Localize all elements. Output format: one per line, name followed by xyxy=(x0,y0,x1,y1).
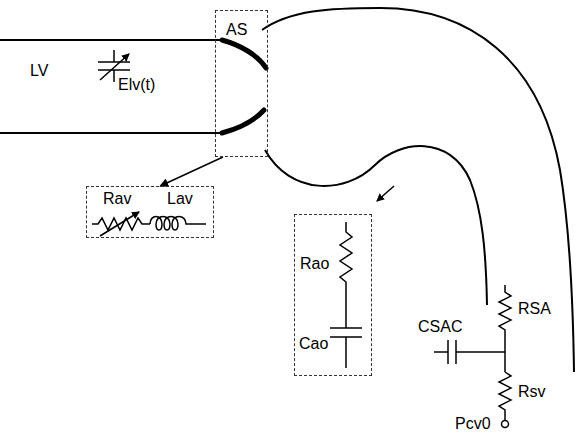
resistor-symbol xyxy=(499,285,511,372)
variable-resistor-symbol xyxy=(92,218,150,230)
capacitor-symbol xyxy=(345,337,347,368)
valve-leaflet xyxy=(222,110,264,133)
component-label: Lav xyxy=(167,190,193,208)
capacitor-symbol xyxy=(330,327,362,329)
aorta-circuit-box: RaoCao xyxy=(294,214,372,376)
component-label: Rav xyxy=(103,190,131,208)
resistor-label: Rsv xyxy=(518,383,546,401)
callout-arrow xyxy=(160,157,223,186)
component-label: Cao xyxy=(299,335,328,353)
component-label: AS xyxy=(226,21,247,39)
terminal xyxy=(502,421,509,428)
ventricle-wall xyxy=(0,132,222,134)
aorta-wall xyxy=(265,146,487,305)
component-label: Rao xyxy=(300,255,329,273)
ventricle-wall xyxy=(0,39,222,41)
wire xyxy=(456,351,505,353)
inductor-symbol xyxy=(150,217,206,231)
wire xyxy=(434,351,448,353)
valve-region-box: AS xyxy=(215,10,268,157)
chamber-label: LV xyxy=(30,62,48,80)
resistor-symbol xyxy=(340,222,352,328)
variable-resistor-symbol xyxy=(100,212,139,236)
resistor-symbol xyxy=(499,372,511,420)
aorta-wall xyxy=(262,8,574,372)
capacitor-symbol xyxy=(455,340,457,364)
capacitor-label: CSAC xyxy=(418,318,462,336)
pressure-label: Pcv0 xyxy=(455,415,491,433)
leader-arrow xyxy=(377,186,394,201)
resistor-label: RSA xyxy=(518,300,551,318)
valve-circuit-box: Rav Lav xyxy=(86,186,214,238)
elastance-label: Elv(t) xyxy=(118,76,155,94)
valve-leaflet xyxy=(222,40,266,68)
